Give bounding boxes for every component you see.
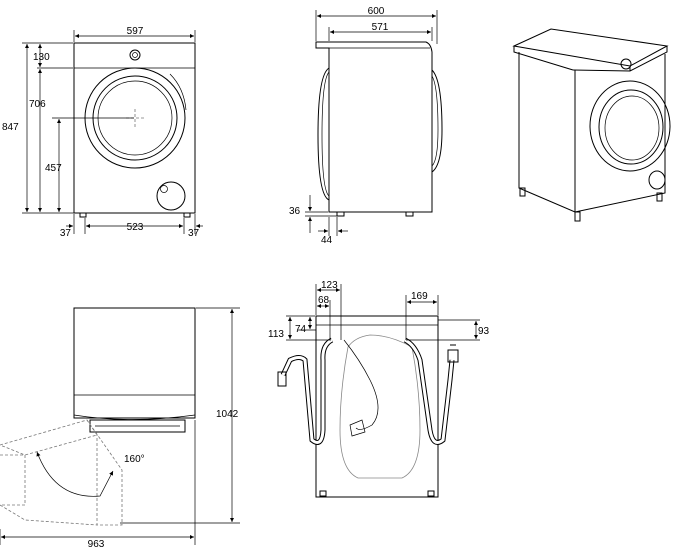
isometric-view [512, 28, 671, 222]
top-door-hinge [89, 419, 186, 433]
iso-door-outer [589, 80, 671, 172]
side-door-profile [431, 69, 443, 173]
dim-back-93: 93 [478, 326, 490, 337]
filter-cover [156, 181, 186, 211]
dim-height-130: 130 [33, 52, 50, 63]
dim-depth-571: 571 [372, 22, 389, 33]
back-body [315, 315, 439, 498]
dim-door-angle: 160° [124, 454, 145, 465]
dim-foot-44: 44 [321, 235, 333, 246]
front-body [73, 42, 196, 214]
side-view: 600 571 36 44 [289, 6, 443, 246]
iso-top [512, 28, 669, 67]
dim-height-1042: 1042 [216, 409, 239, 420]
dim-back-113: 113 [268, 329, 284, 340]
program-knob-icon [129, 49, 141, 61]
top-body [73, 307, 196, 419]
front-foot-right [183, 212, 191, 218]
dim-bottom-right: 37 [188, 228, 200, 239]
dim-front-width: 597 [127, 26, 144, 37]
back-view: 123 68 169 113 74 93 [268, 280, 490, 498]
dim-width-963: 963 [88, 539, 105, 550]
plug [349, 419, 366, 437]
dim-bottom-left: 37 [60, 228, 72, 239]
dim-height-457: 457 [45, 163, 62, 174]
side-body [315, 41, 433, 213]
iso-filter [648, 170, 666, 190]
dim-height-706: 706 [29, 99, 46, 110]
back-panel [339, 334, 421, 479]
iso-front [574, 54, 666, 213]
dim-back-68: 68 [318, 295, 330, 306]
dim-depth-600: 600 [368, 6, 385, 17]
iso-knob-icon [620, 58, 632, 70]
dim-back-123: 123 [321, 280, 338, 291]
dim-back-169: 169 [411, 291, 428, 302]
power-cord [343, 339, 379, 430]
door-open-view: 160° 1042 963 [0, 307, 240, 550]
dim-height-847: 847 [2, 122, 19, 133]
side-rear-bulge [317, 67, 330, 201]
dim-back-74: 74 [295, 324, 307, 335]
dim-foot-36: 36 [289, 206, 301, 217]
front-view: 597 847 130 706 457 37 523 37 [2, 26, 203, 239]
iso-side [518, 52, 576, 213]
front-foot-left [79, 212, 87, 218]
dim-bottom-mid: 523 [127, 222, 144, 233]
inlet-connector [447, 349, 459, 363]
drain-hose-end [277, 371, 287, 387]
